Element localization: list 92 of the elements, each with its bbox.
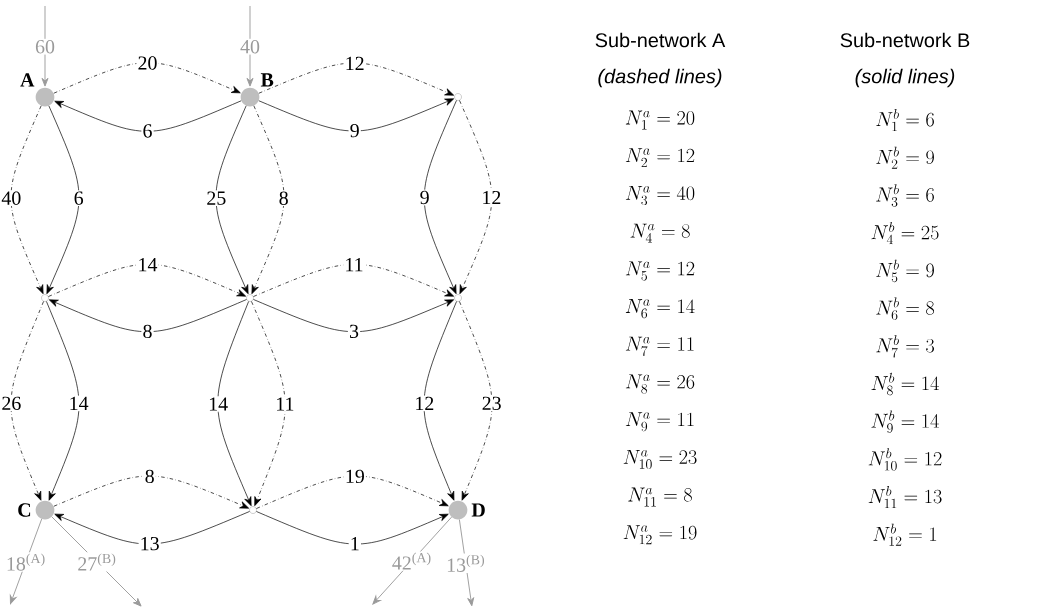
edge-label: 40	[238, 38, 262, 55]
flow-arrow	[41, 5, 49, 87]
edge-label: 12	[480, 189, 503, 206]
dashed-arrow	[251, 301, 286, 506]
dashed-arrow	[459, 100, 493, 295]
edge-label: 13	[138, 535, 161, 552]
dashed-arrow	[258, 62, 454, 96]
dashed-arrow	[48, 263, 246, 297]
formula: $N^{b}_{5} = 9$	[876, 259, 934, 283]
edge-label: 9	[418, 189, 431, 206]
formula: $N^{b}_{12} = 1$	[873, 523, 937, 546]
dashed-arrow	[10, 105, 44, 295]
formula: $N^{a}_{1} = 20$	[625, 110, 695, 130]
edge-label: 8	[277, 190, 290, 207]
formula: $N^{a}_{8} = 26$	[625, 374, 695, 394]
station-node: D	[448, 500, 485, 520]
arrow	[253, 299, 454, 333]
dashed-arrow	[253, 263, 454, 297]
formula: $N^{b}_{3} = 6$	[876, 184, 934, 207]
dashed-arrow	[10, 301, 44, 501]
edge-label: 1	[348, 535, 361, 552]
formula: $N^{a}_{6} = 14$	[625, 299, 695, 319]
edge-label: 14	[207, 396, 230, 412]
formula: $N^{a}_{12} = 19$	[623, 525, 697, 545]
arrow	[46, 301, 80, 501]
arrow	[49, 299, 247, 333]
column-heading: (solid lines)	[855, 68, 955, 88]
formula: $N^{a}_{5} = 12$	[625, 261, 695, 281]
edge-label: 6	[72, 190, 85, 207]
arrow	[54, 511, 250, 545]
arrow	[54, 100, 242, 132]
dashed-arrow	[251, 105, 285, 295]
arrow	[258, 98, 454, 132]
formula: $N^{b}_{8} = 14$	[871, 372, 939, 396]
formula: $N^{b}_{2} = 9$	[876, 146, 934, 169]
edge-label: 8	[141, 323, 154, 340]
formula: $N^{b}_{7} = 3$	[876, 335, 935, 358]
dashed-arrow	[53, 475, 249, 509]
formula: $N^{a}_{11} = 8$	[628, 487, 692, 507]
arrow	[423, 301, 457, 501]
formula: $N^{b}_{11} = 13$	[868, 485, 942, 509]
edge-label: 14	[136, 256, 159, 273]
edge-label: 3	[347, 323, 361, 340]
edge-label: 8	[143, 468, 156, 485]
node-label: B	[260, 73, 274, 87]
dashed-arrow	[256, 475, 449, 509]
edge-label: 13$^{(B)}$	[445, 553, 487, 574]
column-heading: Sub-network A	[595, 32, 726, 48]
edge-label: 23	[480, 395, 503, 412]
column-heading: (dashed lines)	[598, 68, 722, 88]
formula: $N^{b}_{6} = 8$	[876, 297, 935, 320]
dashed-arrow	[53, 62, 241, 94]
edge-label: 11	[343, 256, 365, 273]
edge-label: 40	[0, 190, 23, 207]
edge-label: 60	[33, 38, 57, 55]
formula: $N^{a}_{3} = 40$	[625, 186, 695, 206]
node-label: A	[20, 73, 35, 87]
station-node: B	[240, 73, 274, 107]
formula: $N^{b}_{9} = 14$	[871, 410, 939, 433]
arrow	[46, 105, 80, 295]
station-node: C	[18, 500, 55, 520]
formula: $N^{a}_{4} = 8$	[630, 223, 690, 243]
edge-label: 12	[343, 55, 366, 72]
dashed-arrow	[459, 301, 493, 501]
formula: $N^{b}_{10} = 12$	[868, 448, 942, 471]
formula: $N^{a}_{2} = 12$	[625, 148, 695, 168]
formula: $N^{b}_{1} = 6$	[876, 108, 934, 132]
edge-label: 9	[348, 122, 361, 139]
edge-label: 6	[141, 123, 154, 139]
edge-label: 25	[205, 190, 228, 207]
edge-label: 12	[413, 395, 436, 412]
formula: $N^{a}_{9} = 11$	[625, 412, 694, 432]
formula: $N^{a}_{7} = 11$	[625, 336, 694, 356]
edge-label: 18$^{(A)}$	[4, 552, 47, 572]
edge-label: 19	[343, 468, 366, 485]
edge-label: 20	[136, 55, 159, 71]
edge-label: 42$^{(A)}$	[390, 551, 433, 571]
station-node: A	[20, 73, 55, 107]
column-heading: Sub-network B	[840, 32, 970, 48]
edge-label: 11	[274, 396, 296, 412]
arrow	[256, 511, 449, 545]
edge-label: 14	[67, 395, 90, 412]
node-label: D	[471, 503, 485, 517]
flow-arrow	[246, 5, 254, 87]
edge-label: 27$^{(B)}$	[76, 552, 118, 572]
edge-label: 26	[0, 395, 23, 412]
arrow	[423, 100, 457, 295]
arrow	[217, 301, 252, 507]
node-label: C	[18, 503, 31, 517]
arrow	[215, 105, 249, 295]
formula: $N^{a}_{10} = 23$	[623, 449, 697, 469]
formula: $N^{b}_{4} = 25$	[871, 222, 939, 245]
